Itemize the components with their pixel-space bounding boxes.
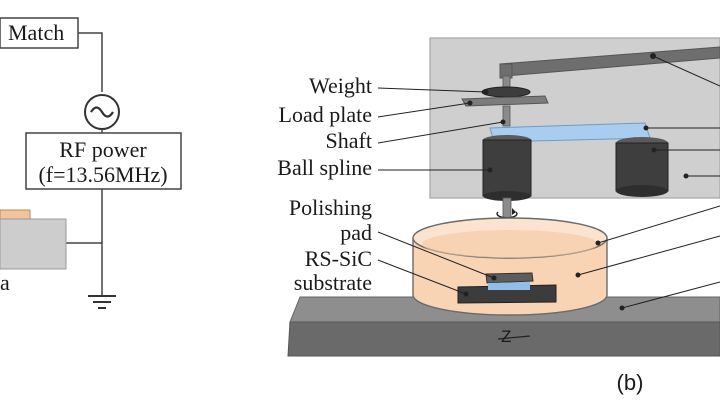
polishing-pad-head	[485, 272, 534, 284]
sample-strip	[0, 209, 31, 220]
substrate-label-1: RS-SiC	[305, 246, 372, 271]
load-plate-label: Load plate	[279, 102, 372, 127]
shaft-mid	[502, 105, 511, 127]
shaft-label: Shaft	[326, 128, 372, 153]
slurry-surface	[422, 230, 598, 258]
substrate-surface	[488, 282, 530, 290]
polishing-pad-label-1: Polishing	[289, 195, 372, 220]
polishing-pad-label-2: pad	[340, 220, 372, 245]
rf-frequency-label: (f=13.56MHz)	[38, 162, 167, 187]
axis-z-arrow	[497, 335, 531, 340]
ground-icon	[88, 295, 116, 309]
ball-spline-label: Ball spline	[277, 155, 372, 180]
guide-block-right	[615, 142, 669, 192]
match-label: Match	[8, 20, 64, 45]
rf-power-label: RF power	[59, 137, 147, 162]
sine-wave-icon	[90, 106, 114, 118]
weight-label: Weight	[309, 73, 372, 98]
leader-lines-right	[575, 55, 720, 311]
substrate-label-2: substrate	[294, 270, 372, 295]
rf-power-box	[25, 132, 182, 190]
weight-disc	[481, 86, 531, 98]
panel-b: Z Weight Load plate Shaft Ball spline Po…	[277, 37, 720, 395]
panel-b-caption: (b)	[617, 370, 644, 395]
panel-a-cut-label: a	[0, 270, 10, 295]
match-wire	[78, 32, 103, 92]
leader-lines-left	[377, 87, 506, 297]
panel-a: Match RF power (f=13.56MHz) a	[0, 17, 182, 309]
electrode-block	[0, 218, 67, 270]
axis-z-label: Z	[501, 327, 511, 346]
